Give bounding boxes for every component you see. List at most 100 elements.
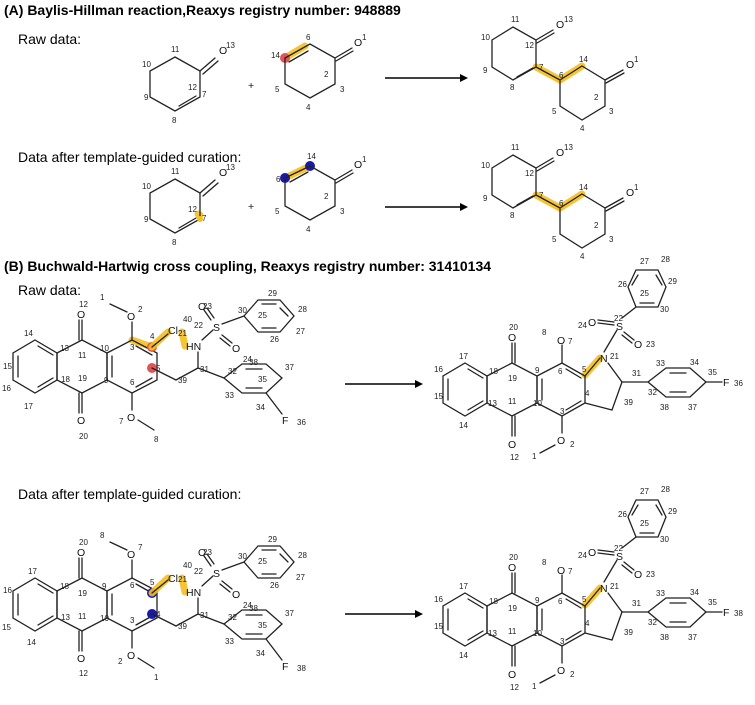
svg-text:18: 18 (61, 375, 70, 384)
svg-text:39: 39 (178, 622, 187, 631)
svg-text:25: 25 (258, 557, 267, 566)
svg-text:11: 11 (78, 612, 87, 621)
oxygen-atom: O (77, 415, 85, 427)
svg-text:34: 34 (256, 403, 265, 412)
section-b-title: (B) Buchwald-Hartwig cross coupling, Rea… (4, 258, 491, 274)
section-a-curated-label: Data after template-guided curation: (18, 149, 241, 165)
svg-text:25: 25 (258, 311, 267, 320)
svg-text:3: 3 (560, 407, 565, 416)
svg-text:26: 26 (618, 510, 627, 519)
svg-text:3: 3 (560, 637, 565, 646)
svg-text:13: 13 (564, 15, 573, 24)
svg-text:9: 9 (535, 596, 540, 605)
oxygen-atom: O (588, 317, 596, 329)
oxygen-atom: O (127, 650, 135, 662)
oxygen-atom: O (626, 187, 634, 199)
oxygen-atom: O (354, 37, 362, 49)
oxygen-atom: O (77, 653, 85, 665)
svg-text:10: 10 (533, 629, 542, 638)
svg-text:34: 34 (256, 649, 265, 658)
svg-text:1: 1 (362, 155, 367, 164)
svg-text:4: 4 (580, 124, 585, 133)
svg-text:8: 8 (542, 558, 547, 567)
svg-text:9: 9 (483, 66, 488, 75)
svg-text:22: 22 (614, 314, 623, 323)
svg-text:29: 29 (668, 507, 677, 516)
svg-text:3: 3 (340, 85, 345, 94)
a-curated-product: O 13 11 10 12 9 8 7 O 1 14 6 2 5 3 4 (481, 143, 639, 261)
svg-text:33: 33 (656, 589, 665, 598)
svg-text:14: 14 (307, 152, 316, 161)
svg-text:39: 39 (178, 376, 187, 385)
svg-text:8: 8 (510, 211, 515, 220)
svg-text:21: 21 (178, 329, 187, 338)
oxygen-atom: O (127, 412, 135, 424)
svg-text:3: 3 (609, 107, 614, 116)
svg-text:29: 29 (668, 277, 677, 286)
nitrogen-atom: N (600, 583, 608, 595)
svg-text:17: 17 (459, 352, 468, 361)
svg-text:38: 38 (660, 403, 669, 412)
nitrogen-atom: N (600, 353, 608, 365)
svg-text:12: 12 (188, 83, 197, 92)
svg-text:39: 39 (624, 628, 633, 637)
oxygen-atom: O (634, 569, 642, 581)
svg-text:2: 2 (594, 221, 599, 230)
svg-text:37: 37 (688, 403, 697, 412)
svg-text:28: 28 (298, 551, 307, 560)
svg-text:27: 27 (640, 257, 649, 266)
svg-text:5: 5 (582, 595, 587, 604)
svg-text:4: 4 (156, 610, 161, 619)
svg-text:32: 32 (648, 618, 657, 627)
svg-text:4: 4 (306, 103, 311, 112)
oxygen-atom: O (219, 167, 227, 179)
sulfur-atom: S (616, 551, 623, 563)
svg-text:9: 9 (144, 93, 149, 102)
svg-text:36: 36 (297, 418, 306, 427)
svg-text:4: 4 (580, 252, 585, 261)
svg-text:14: 14 (24, 329, 33, 338)
svg-text:17: 17 (28, 567, 37, 576)
svg-text:4: 4 (585, 389, 590, 398)
svg-text:14: 14 (459, 421, 468, 430)
svg-text:20: 20 (509, 323, 518, 332)
svg-text:19: 19 (78, 374, 87, 383)
svg-text:14: 14 (579, 55, 588, 64)
svg-text:33: 33 (656, 359, 665, 368)
svg-text:7: 7 (539, 191, 544, 200)
svg-text:11: 11 (511, 15, 520, 24)
svg-text:29: 29 (268, 535, 277, 544)
svg-text:23: 23 (646, 570, 655, 579)
svg-text:10: 10 (481, 161, 490, 170)
svg-text:4: 4 (585, 619, 590, 628)
svg-text:22: 22 (614, 544, 623, 553)
oxygen-atom: O (557, 565, 565, 577)
svg-text:24: 24 (243, 601, 252, 610)
oxygen-atom: O (557, 435, 565, 447)
svg-text:11: 11 (171, 45, 180, 54)
svg-text:9: 9 (483, 194, 488, 203)
oxygen-atom: O (508, 562, 516, 574)
svg-text:6: 6 (276, 175, 281, 184)
svg-text:13: 13 (488, 629, 497, 638)
oxygen-atom: O (354, 159, 362, 171)
svg-text:10: 10 (142, 182, 151, 191)
svg-text:38: 38 (660, 633, 669, 642)
svg-text:25: 25 (640, 289, 649, 298)
svg-text:14: 14 (27, 638, 36, 647)
svg-text:9: 9 (102, 582, 107, 591)
svg-text:21: 21 (178, 575, 187, 584)
svg-text:6: 6 (306, 33, 311, 42)
sulfur-atom: S (213, 322, 220, 334)
svg-text:5: 5 (275, 207, 280, 216)
oxygen-atom: O (219, 45, 227, 57)
svg-text:2: 2 (324, 192, 329, 201)
svg-text:39: 39 (624, 398, 633, 407)
svg-text:9: 9 (144, 215, 149, 224)
svg-text:8: 8 (154, 435, 159, 444)
svg-text:13: 13 (60, 344, 69, 353)
svg-text:32: 32 (228, 613, 237, 622)
svg-text:16: 16 (434, 595, 443, 604)
amine-group: HN (186, 341, 201, 353)
svg-text:16: 16 (3, 586, 12, 595)
